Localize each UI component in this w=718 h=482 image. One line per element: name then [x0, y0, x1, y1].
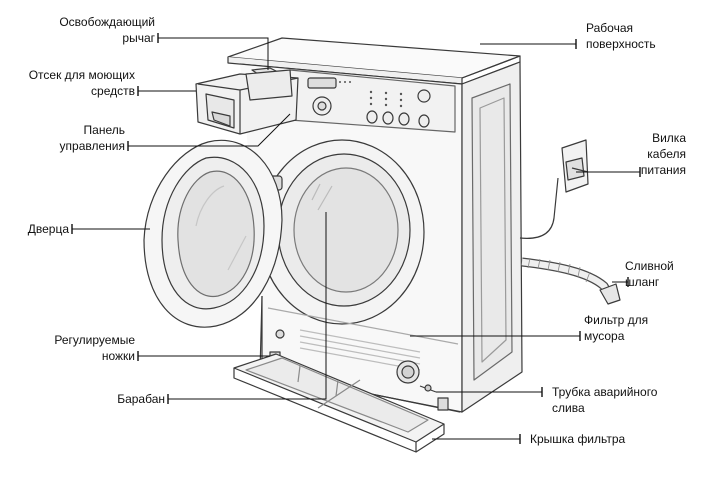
leader-drum — [168, 212, 327, 400]
label-debris-filter: Фильтр для мусора — [584, 313, 649, 343]
leader-release-lever — [158, 37, 269, 70]
label-drain-hose: Сливной шланг — [625, 259, 674, 289]
door-glass — [177, 170, 255, 298]
label-adjustable-feet: Регулируемые ножки — [54, 333, 135, 363]
label-detergent-drawer: Отсек для моющих средств — [28, 68, 135, 98]
power-cable — [519, 177, 559, 239]
label-power-plug: Вилка кабеля питания — [640, 131, 686, 177]
label-top-surface: Рабочая поверхность — [586, 21, 656, 51]
label-door: Дверца — [27, 222, 69, 236]
label-drum: Барабан — [117, 392, 165, 406]
label-release-lever: Освобождающий рычаг — [59, 15, 155, 45]
label-filter-cover: Крышка фильтра — [530, 432, 626, 446]
label-emergency-drain-tube: Трубка аварийного слива — [552, 385, 658, 415]
leader-control-panel — [128, 113, 291, 147]
label-control-panel: Панель управления — [59, 123, 125, 153]
